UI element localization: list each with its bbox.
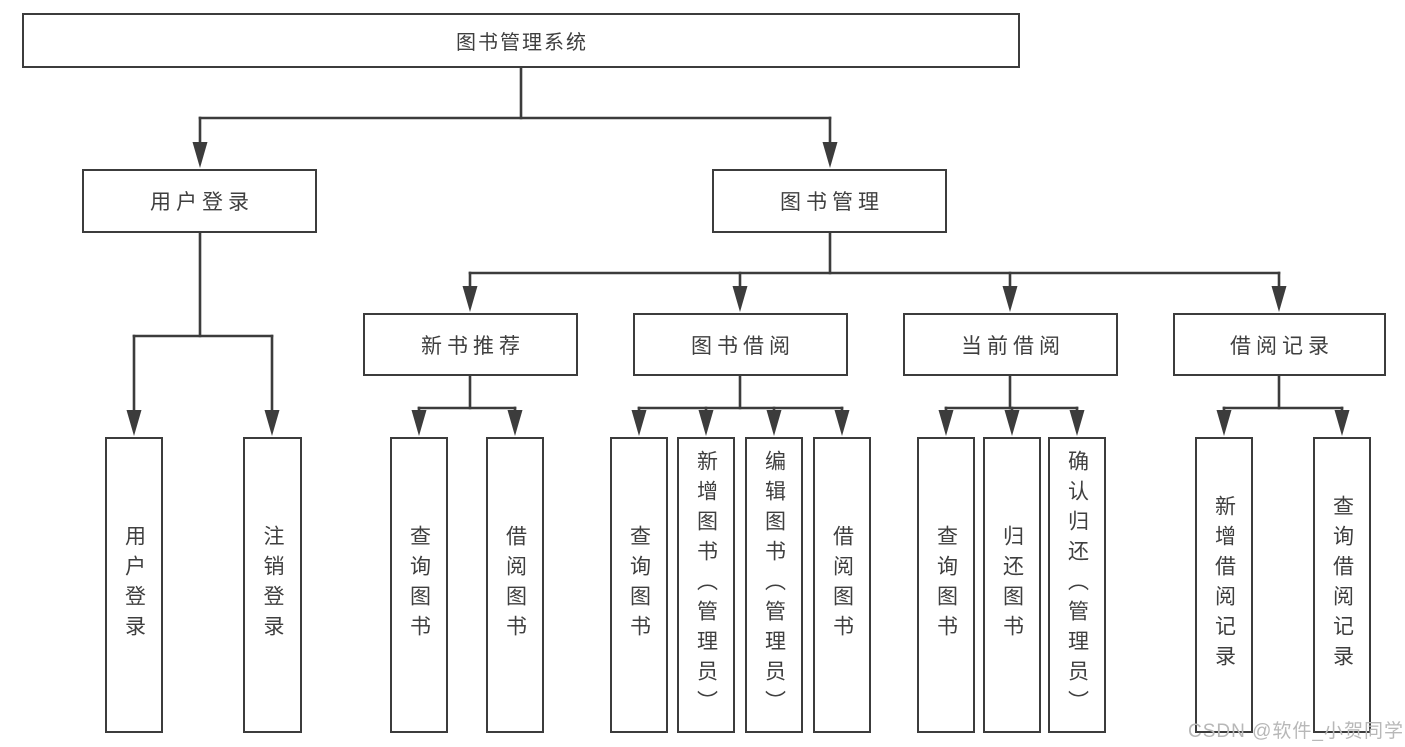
- node-user-login: 用户登录: [82, 169, 317, 233]
- arrowhead-down-icon: [1271, 286, 1287, 312]
- node-root-system-label: 图书管理系统: [456, 32, 588, 54]
- node-current-borrow-label: 当前借阅: [961, 334, 1065, 358]
- arrowhead-down-icon: [834, 410, 850, 436]
- node-borrow-record: 借阅记录: [1173, 313, 1386, 376]
- leaf-cb-confirm-return-label: 确认归还（管理员）: [1065, 450, 1089, 720]
- arrowhead-down-icon: [507, 410, 523, 436]
- node-new-book-recommend: 新书推荐: [363, 313, 578, 376]
- arrowhead-down-icon: [1216, 410, 1232, 436]
- leaf-nb-query-book: 查询图书: [390, 437, 448, 733]
- node-book-borrow-label: 图书借阅: [691, 334, 795, 358]
- arrowhead-down-icon: [631, 410, 647, 436]
- arrowhead-down-icon: [264, 410, 280, 436]
- leaf-bb-edit-book-label: 编辑图书（管理员）: [762, 450, 786, 720]
- leaf-cb-query-book-label: 查询图书: [934, 525, 958, 645]
- arrowhead-down-icon: [1069, 410, 1085, 436]
- leaf-nb-query-book-label: 查询图书: [407, 525, 431, 645]
- arrowhead-down-icon: [462, 286, 478, 312]
- leaf-br-query-record-label: 查询借阅记录: [1330, 495, 1354, 675]
- leaf-user-login: 用户登录: [105, 437, 163, 733]
- watermark-text: CSDN @软件_小贺同学: [1188, 721, 1404, 742]
- node-current-borrow: 当前借阅: [903, 313, 1118, 376]
- leaf-bb-edit-book: 编辑图书（管理员）: [745, 437, 803, 733]
- leaf-nb-borrow-book: 借阅图书: [486, 437, 544, 733]
- node-new-book-recommend-label: 新书推荐: [421, 334, 525, 358]
- arrowhead-down-icon: [1334, 410, 1350, 436]
- node-book-management: 图书管理: [712, 169, 947, 233]
- leaf-logout-label: 注销登录: [261, 525, 284, 645]
- node-root-system: 图书管理系统: [22, 13, 1020, 68]
- node-book-borrow: 图书借阅: [633, 313, 848, 376]
- leaf-br-add-record-label: 新增借阅记录: [1212, 495, 1236, 675]
- arrowhead-down-icon: [732, 286, 748, 312]
- leaf-bb-add-book-label: 新增图书（管理员）: [694, 450, 718, 720]
- arrowhead-down-icon: [938, 410, 954, 436]
- node-user-login-label: 用户登录: [150, 191, 254, 214]
- arrowhead-down-icon: [126, 410, 142, 436]
- leaf-cb-return-book-label: 归还图书: [1000, 525, 1024, 645]
- arrowhead-down-icon: [192, 142, 208, 168]
- leaf-cb-query-book: 查询图书: [917, 437, 975, 733]
- node-book-management-label: 图书管理: [780, 191, 884, 214]
- node-borrow-record-label: 借阅记录: [1230, 334, 1334, 358]
- leaf-cb-return-book: 归还图书: [983, 437, 1041, 733]
- leaf-bb-add-book: 新增图书（管理员）: [677, 437, 735, 733]
- arrowhead-down-icon: [411, 410, 427, 436]
- leaf-nb-borrow-book-label: 借阅图书: [503, 525, 527, 645]
- leaf-bb-borrow-book: 借阅图书: [813, 437, 871, 733]
- leaf-bb-query-book: 查询图书: [610, 437, 668, 733]
- arrowhead-down-icon: [766, 410, 782, 436]
- arrowhead-down-icon: [822, 142, 838, 168]
- leaf-user-login-label: 用户登录: [122, 525, 146, 645]
- leaf-br-add-record: 新增借阅记录: [1195, 437, 1253, 733]
- arrowhead-down-icon: [1004, 410, 1020, 436]
- leaf-cb-confirm-return: 确认归还（管理员）: [1048, 437, 1106, 733]
- arrowhead-down-icon: [1002, 286, 1018, 312]
- arrowhead-down-icon: [698, 410, 714, 436]
- leaf-br-query-record: 查询借阅记录: [1313, 437, 1371, 733]
- leaf-bb-borrow-book-label: 借阅图书: [830, 525, 854, 645]
- leaf-logout: 注销登录: [243, 437, 302, 733]
- leaf-bb-query-book-label: 查询图书: [627, 525, 651, 645]
